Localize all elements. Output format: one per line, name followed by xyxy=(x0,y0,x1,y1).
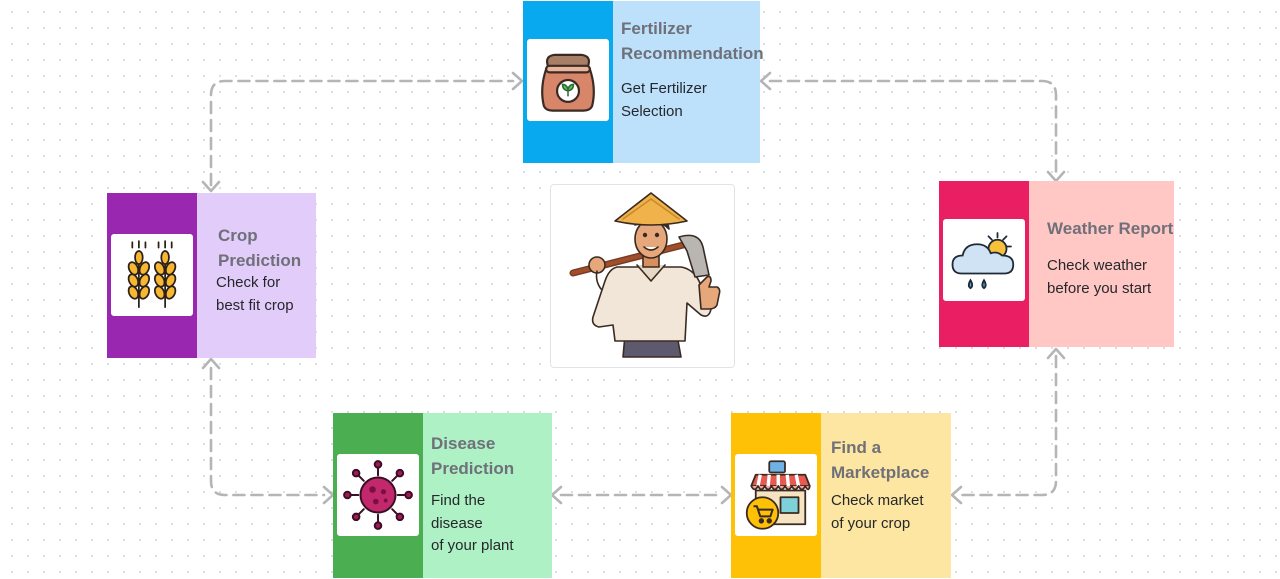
farmer-illustration-card xyxy=(550,184,735,368)
disease-text-panel: Disease Prediction Find the disease of y… xyxy=(423,413,552,578)
crop-accent-panel xyxy=(107,193,197,358)
virus-icon xyxy=(343,460,413,530)
market-card[interactable]: Find a Marketplace Check market of your … xyxy=(731,413,951,578)
fertilizer-accent-panel xyxy=(523,1,613,163)
weather-cloud-sun-icon xyxy=(951,232,1015,290)
market-description: Check market of your crop xyxy=(831,492,924,532)
market-stall-icon xyxy=(745,460,811,530)
fertilizer-text-panel: Fertilizer Recommendation Get Fertilizer… xyxy=(613,1,764,163)
crop-title: Crop Prediction xyxy=(218,226,302,270)
disease-card[interactable]: Disease Prediction Find the disease of y… xyxy=(333,413,552,578)
weather-title: Weather Report xyxy=(1047,219,1174,238)
fertilizer-description: Get Fertilizer Selection xyxy=(621,80,707,120)
market-text-panel: Find a Marketplace Check market of your … xyxy=(821,413,951,578)
arrowhead-crop-bottom xyxy=(201,357,221,370)
arrowhead-weather-bottom xyxy=(1046,347,1066,360)
arrowhead-crop-top xyxy=(201,180,221,193)
disease-accent-panel xyxy=(333,413,423,578)
arrowhead-market-left xyxy=(720,485,733,505)
arrowhead-fertilizer-left xyxy=(511,71,524,91)
weather-card[interactable]: Weather Report Check weather before you … xyxy=(939,181,1174,347)
disease-title: Disease Prediction xyxy=(431,434,515,478)
arrowhead-disease-left xyxy=(322,485,335,505)
weather-text-panel: Weather Report Check weather before you … xyxy=(1029,181,1174,347)
weather-accent-panel xyxy=(939,181,1029,347)
market-icon-frame xyxy=(735,454,817,536)
connector-weather-market xyxy=(959,354,1058,497)
crop-card[interactable]: Crop Prediction Check for best fit crop xyxy=(107,193,316,358)
fertilizer-sack-icon xyxy=(541,53,595,112)
fertilizer-title: Fertilizer Recommendation xyxy=(621,19,764,63)
market-title: Find a Marketplace xyxy=(831,438,930,482)
disease-description: Find the disease of your plant xyxy=(431,492,514,554)
market-accent-panel xyxy=(731,413,821,578)
arrowhead-disease-right xyxy=(550,485,563,505)
fertilizer-icon-frame xyxy=(527,39,609,121)
weather-icon-frame xyxy=(943,219,1025,301)
arrowhead-fertilizer-right xyxy=(759,71,772,91)
crop-text-panel: Crop Prediction Check for best fit crop xyxy=(197,193,316,358)
connector-crop-disease xyxy=(209,366,326,497)
disease-icon-frame xyxy=(337,454,419,536)
fertilizer-card[interactable]: Fertilizer Recommendation Get Fertilizer… xyxy=(523,1,764,163)
farmer-illustration xyxy=(569,192,721,358)
connector-crop-fertilizer xyxy=(209,79,515,187)
crop-icon-frame xyxy=(111,234,193,316)
wheat-icon xyxy=(127,240,177,308)
crop-description: Check for best fit crop xyxy=(216,274,294,314)
weather-description: Check weather before you start xyxy=(1047,257,1152,297)
connector-fertilizer-weather xyxy=(768,79,1058,174)
arrowhead-weather-top xyxy=(1046,170,1066,183)
arrowhead-market-right xyxy=(950,485,963,505)
